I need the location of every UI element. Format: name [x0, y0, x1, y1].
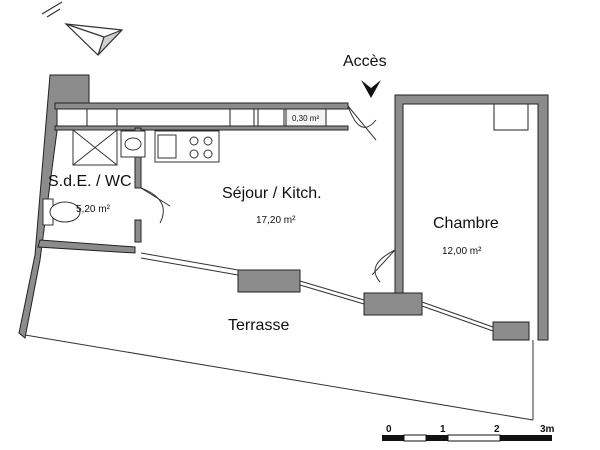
room-sejour-area: 17,20 m² [256, 215, 296, 226]
access-label: Accès [343, 53, 387, 70]
north-arrow-icon [41, 1, 124, 56]
hob-icon [154, 130, 220, 163]
room-sde-area: 5,20 m² [76, 204, 111, 215]
kitchen-cabinets [56, 108, 327, 127]
sink-icon [120, 130, 146, 158]
walls [18, 74, 549, 341]
scale-tick-3: 3m [540, 424, 555, 435]
room-chambre-name: Chambre [433, 215, 499, 232]
room-chambre-area: 12,00 m² [442, 246, 482, 257]
room-sde-name: S.d.E. / WC [48, 173, 132, 190]
shower-icon [72, 129, 118, 166]
room-sejour-name: Séjour / Kitch. [222, 185, 322, 202]
scale-tick-1: 1 [440, 424, 446, 435]
scale-tick-0: 0 [386, 424, 392, 435]
terrace-name: Terrasse [228, 317, 289, 334]
terrace-outline [24, 252, 534, 421]
closet-area: 0,30 m² [292, 114, 319, 123]
scale-tick-2: 2 [494, 424, 500, 435]
toilet-icon [42, 198, 81, 226]
doors [140, 105, 396, 283]
scale-bar: 0 1 2 3m [382, 424, 555, 442]
entrance-arrow-icon [361, 80, 381, 98]
